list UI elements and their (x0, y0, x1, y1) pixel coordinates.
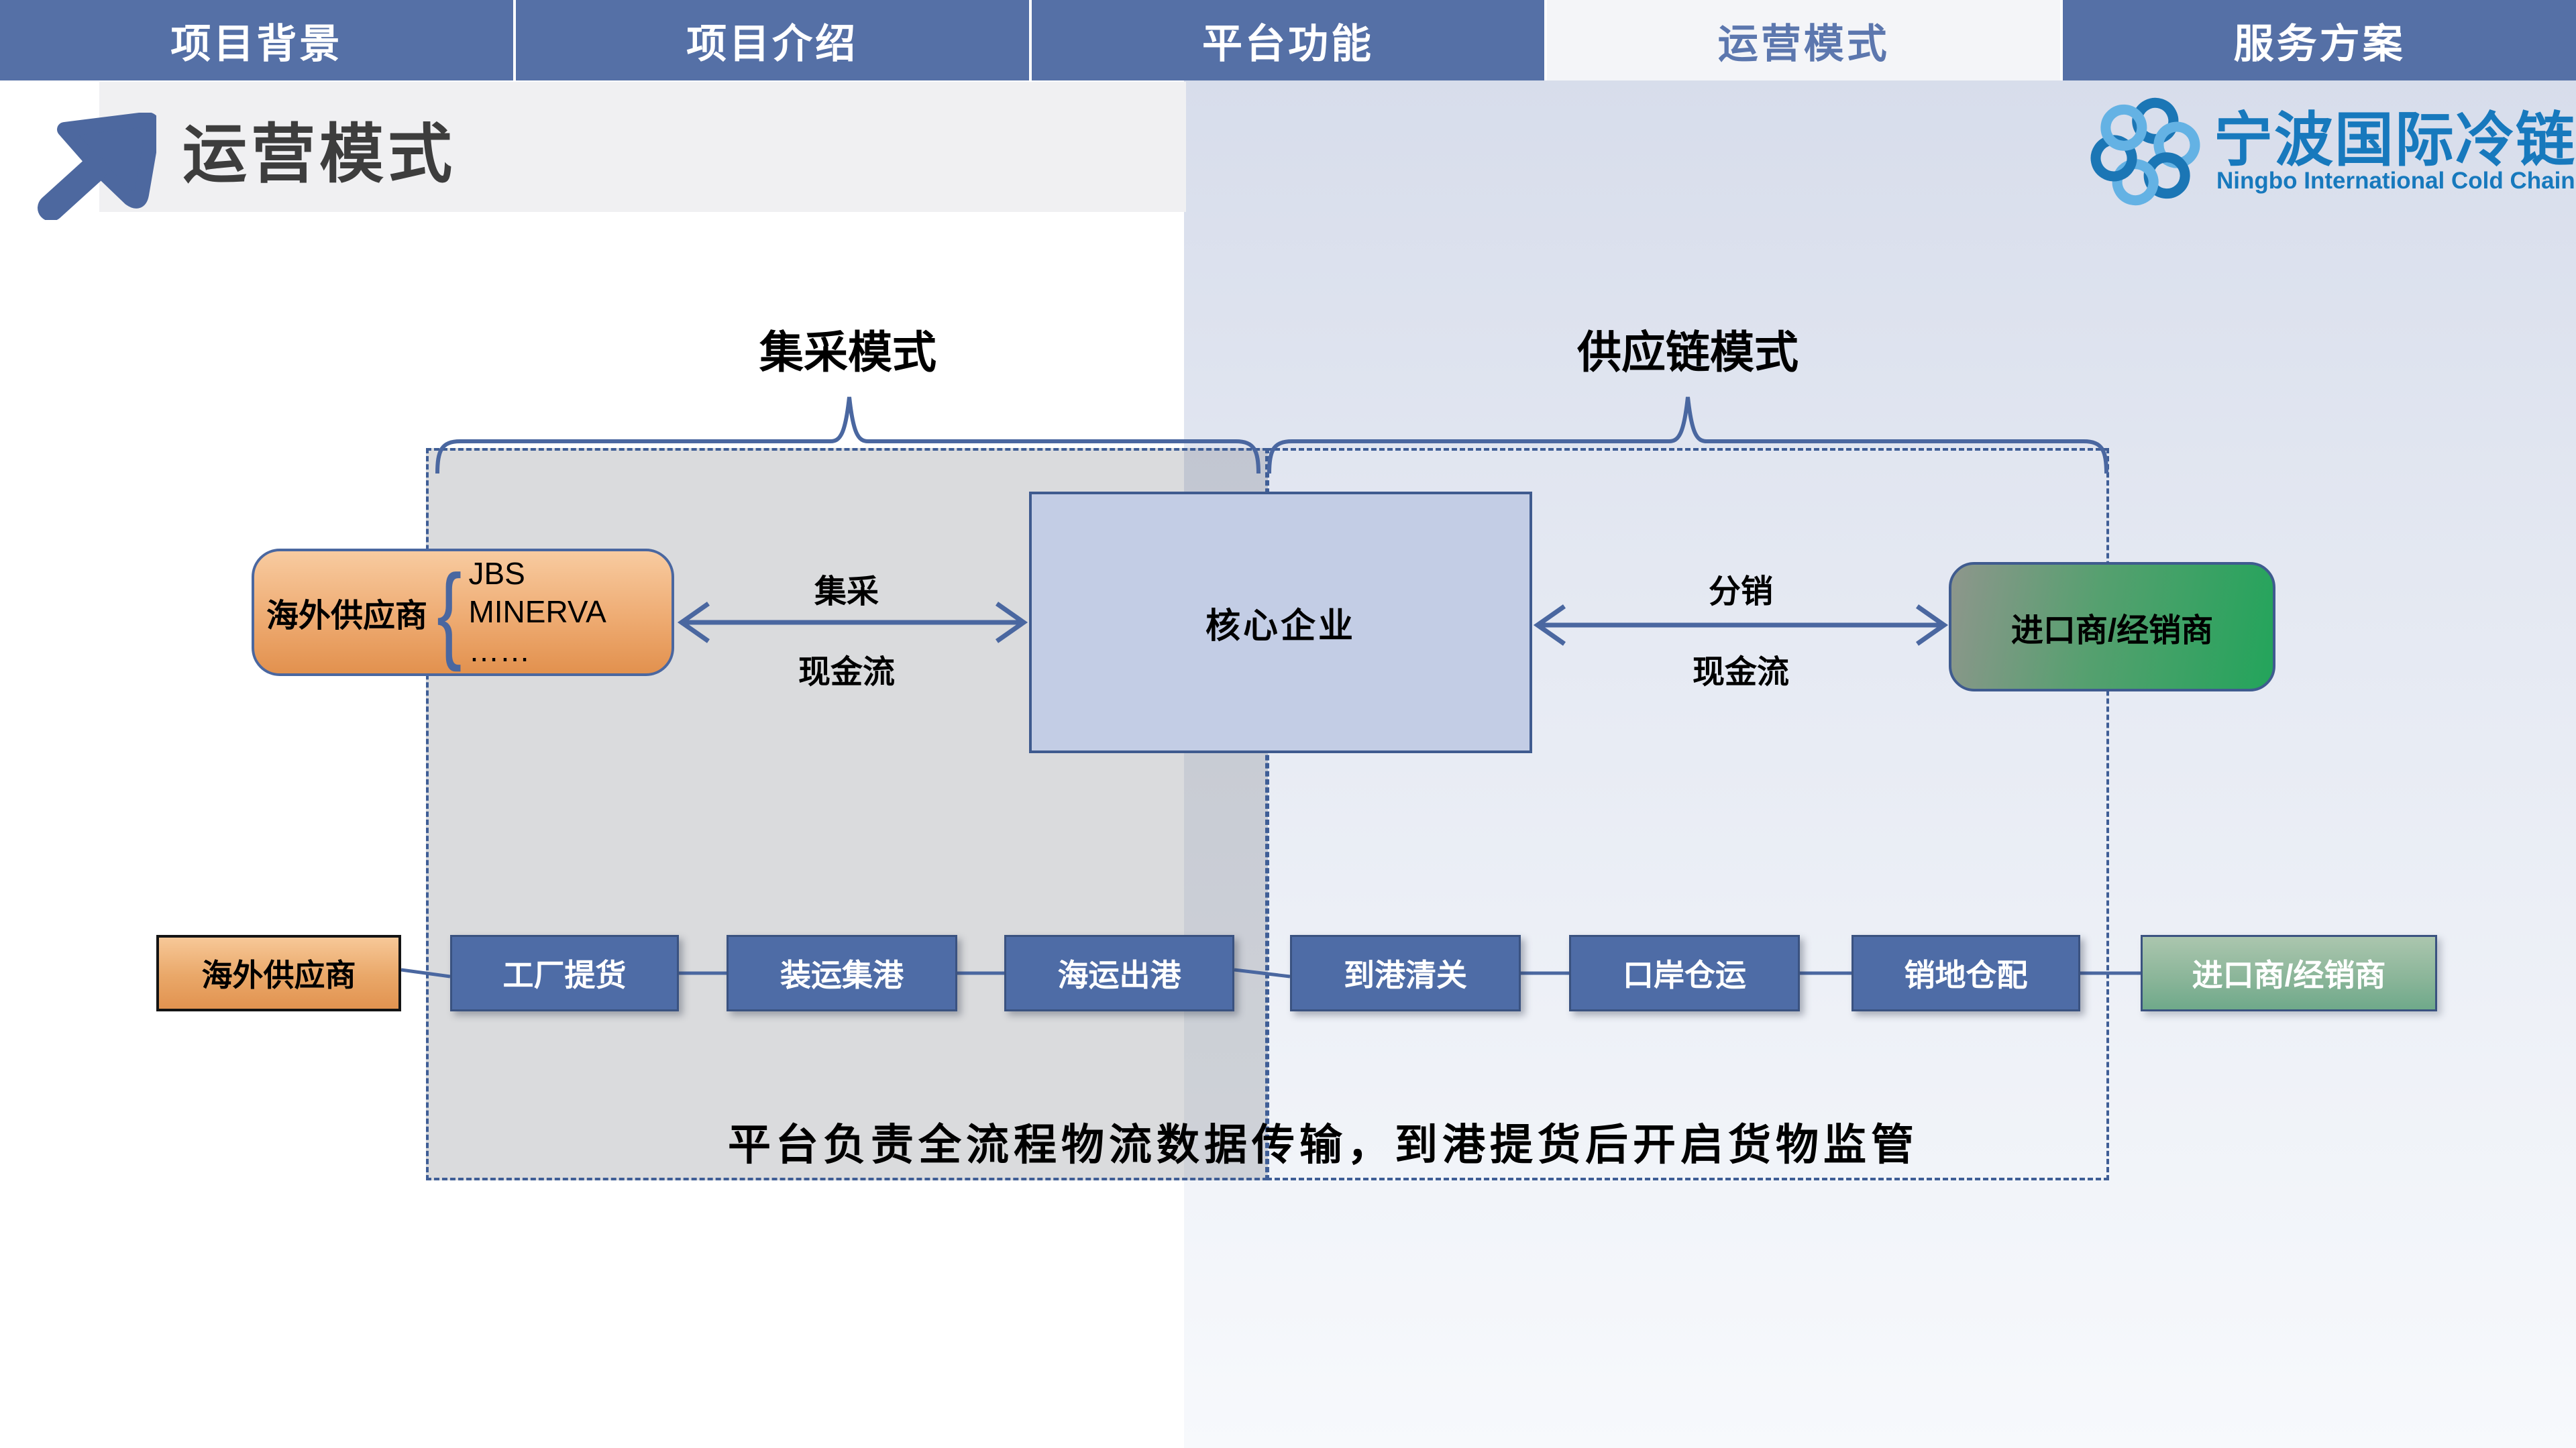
flow-factory-pickup: 工厂提货 (450, 935, 679, 1011)
title-strip (99, 82, 1186, 212)
supplier-example-ellipsis: …… (468, 632, 531, 668)
importer-distributor-box: 进口商/经销商 (1949, 562, 2275, 691)
core-enterprise-label: 核心企业 (1205, 606, 1356, 646)
importer-distributor-label: 进口商/经销商 (2010, 612, 2214, 649)
label-procurement-mode: 集采模式 (759, 327, 936, 377)
platform-caption: 平台负责全流程物流数据传输，到港提货后开启货物监管 (728, 1121, 1919, 1169)
core-enterprise-box: 核心企业 (1029, 492, 1532, 753)
supplier-examples: JBS MINERVA …… (468, 555, 606, 671)
logo-chinese-name: 宁波国际冷链 (2214, 107, 2576, 173)
supplier-brace-glyph: { (437, 552, 462, 672)
supplier-example-jbs: JBS (468, 555, 525, 591)
flow-loading-port: 装运集港 (727, 935, 957, 1011)
flow-destination-distribution: 销地仓配 (1851, 935, 2080, 1011)
overseas-supplier-label: 海外供应商 (266, 598, 428, 634)
tab-service-plan[interactable]: 服务方案 (2063, 0, 2576, 80)
flow-port-warehousing: 口岸仓运 (1569, 935, 1800, 1011)
label-supplychain-mode: 供应链模式 (1577, 327, 1799, 377)
supplier-example-minerva: MINERVA (468, 594, 606, 630)
label-procurement: 集采 (814, 574, 879, 610)
flow-importer-distributor: 进口商/经销商 (2141, 935, 2437, 1011)
tab-platform-functions[interactable]: 平台功能 (1031, 0, 1548, 80)
tab-project-introduction[interactable]: 项目介绍 (515, 0, 1032, 80)
logo-english-name: Ningbo International Cold Chain (2216, 168, 2575, 194)
top-navigation: 项目背景 项目介绍 平台功能 运营模式 服务方案 (0, 0, 2576, 80)
company-logo: 宁波国际冷链 Ningbo International Cold Chain (2073, 86, 2576, 220)
overseas-supplier-box: 海外供应商 { JBS MINERVA …… (252, 549, 674, 676)
label-cashflow-left: 现金流 (798, 655, 896, 690)
label-cashflow-right: 现金流 (1692, 655, 1790, 690)
pinwheel-logo-icon (2085, 90, 2206, 217)
flow-sea-departure: 海运出港 (1004, 935, 1234, 1011)
arrow-ne-icon (32, 111, 161, 223)
label-distribution: 分销 (1708, 574, 1774, 610)
flow-arrival-customs: 到港清关 (1290, 935, 1521, 1011)
tab-project-background[interactable]: 项目背景 (0, 0, 516, 80)
tab-operating-model[interactable]: 运营模式 (1547, 0, 2063, 80)
flow-overseas-supplier: 海外供应商 (156, 935, 401, 1011)
page-title: 运营模式 (182, 119, 456, 190)
